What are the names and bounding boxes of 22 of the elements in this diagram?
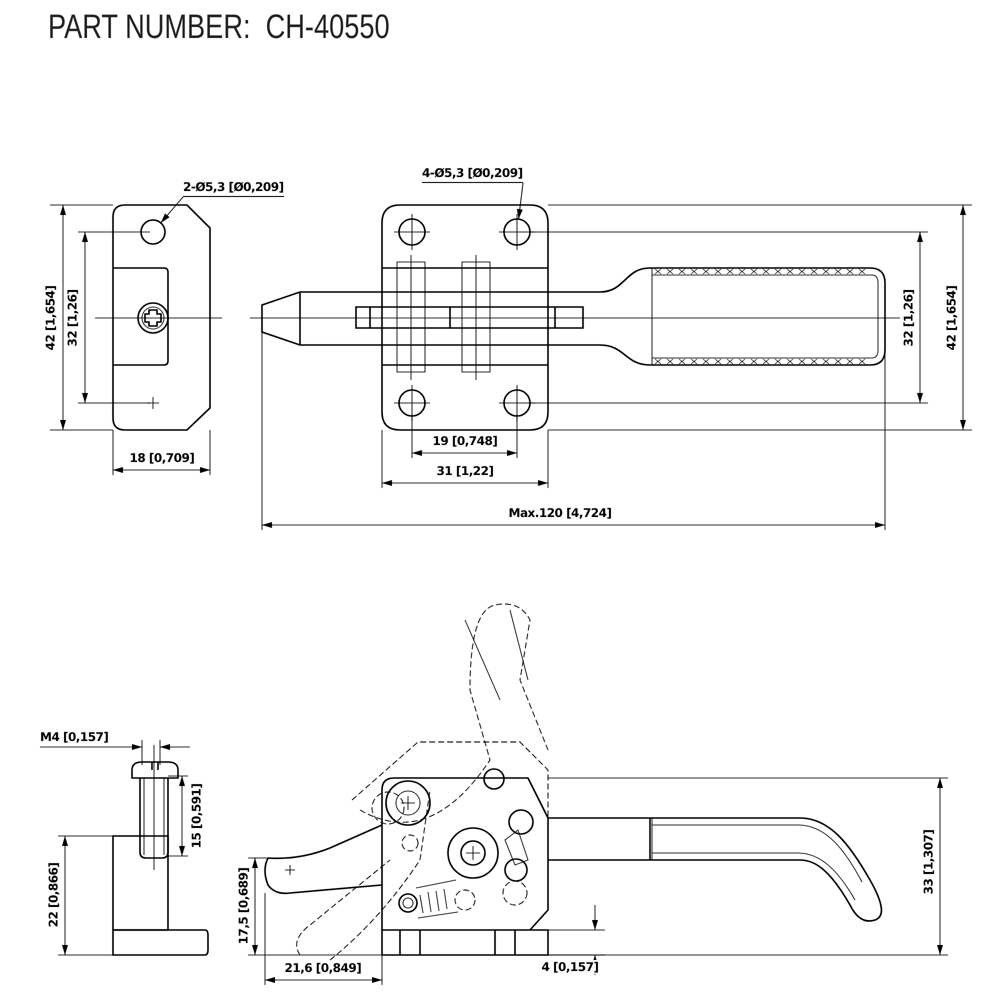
part-number-title: PART NUMBER: CH-40550 (48, 8, 390, 47)
hole-callout: 4-Ø5,3 [Ø0,209] (422, 166, 523, 183)
leader-line (160, 196, 184, 224)
dimension-label: M4 [0,157] (40, 730, 108, 744)
dimension-label: 4 [0,157] (542, 960, 598, 974)
dimension-label: 19 [0,748] (432, 434, 498, 448)
leader-line (516, 182, 524, 220)
dimension-label: 15 [0,591] (188, 784, 203, 848)
dimension-label: 18 [0,709] (130, 451, 194, 465)
dimension-label: 17,5 [0,689] (236, 868, 250, 944)
hole-callout: 2-Ø5,3 [Ø0,209] (183, 180, 284, 197)
dimension-label: 21,6 [0,849] (284, 961, 362, 975)
dimension-label: 42 [1,654] (42, 286, 57, 350)
dimension-label: 42 [1,654] (944, 286, 958, 350)
dimension-label: 32 [1,26] (900, 290, 915, 346)
dimension-label: Max.120 [4,724] (508, 506, 612, 520)
mounting-hole (503, 218, 531, 246)
mounting-hole (140, 219, 166, 245)
dimension-label: 33 [1,307] (920, 830, 935, 894)
dimension-label: 32 [1,26] (64, 290, 79, 346)
dimension-label: 31 [1,22] (436, 464, 494, 478)
dimension-label: 22 [0,866] (46, 862, 60, 928)
